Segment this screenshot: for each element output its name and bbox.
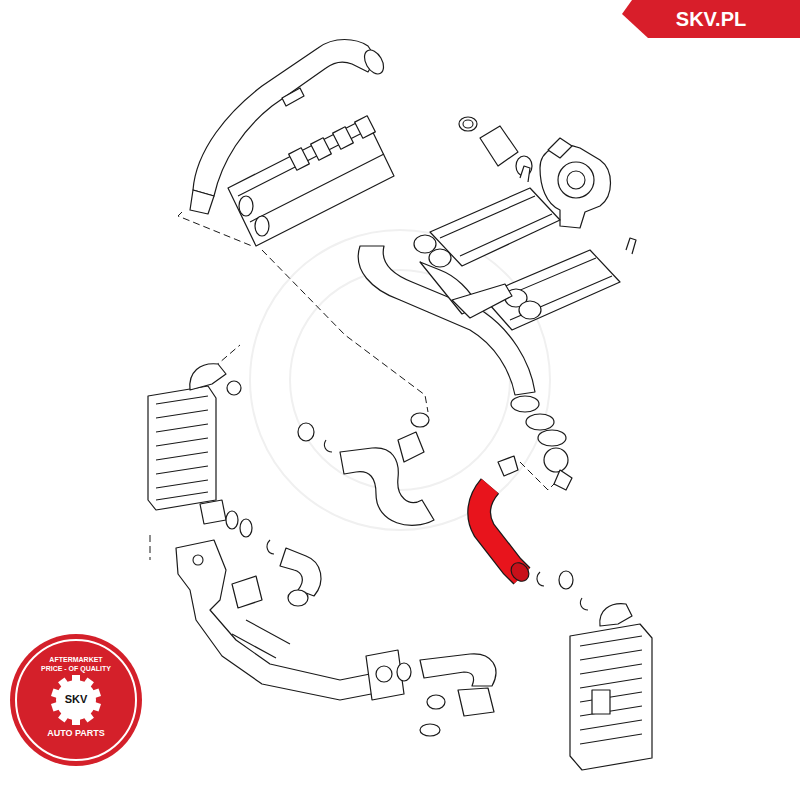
- gasket: [526, 414, 554, 430]
- egr-valve: [544, 448, 568, 472]
- logo-subtitle: AUTO PARTS: [31, 728, 121, 739]
- bracket-arm: [232, 620, 290, 658]
- exhaust-manifold: [430, 188, 560, 266]
- assembly-line: [150, 535, 151, 560]
- logo-disc: [10, 634, 142, 766]
- gasket: [538, 430, 566, 446]
- cooler-fins: [156, 396, 208, 500]
- highlighted-hose-outline: [479, 486, 522, 576]
- turbo-housing: [558, 162, 594, 198]
- snap-ring: [324, 440, 332, 452]
- hose-clamp: [559, 571, 573, 589]
- turbo-inlet: [567, 171, 585, 189]
- exhaust-pipe: [358, 246, 535, 395]
- sensor-stub: [626, 238, 636, 254]
- hose-stub: [398, 432, 424, 462]
- connector-hose: [280, 548, 321, 596]
- bracket-hole: [193, 555, 203, 565]
- sensor-stub: [520, 166, 530, 182]
- hose-stub: [458, 688, 494, 716]
- o-ring: [227, 381, 241, 395]
- gear-body: [56, 680, 96, 720]
- highlighted-hose: [479, 486, 522, 576]
- logo-slogan: AFTERMARKET PRICE - OF QUALITY: [41, 656, 111, 673]
- egr-port: [554, 470, 572, 490]
- charge-hose: [340, 448, 434, 526]
- hose-clamp: [498, 456, 518, 476]
- hose-clamp: [298, 423, 314, 441]
- brand-name: SKV.PL: [626, 7, 796, 31]
- o-ring: [226, 511, 238, 529]
- logo-ring: [16, 640, 136, 760]
- pipe-bracket: [282, 88, 304, 106]
- hose-cuff: [288, 590, 308, 606]
- cooler-elbow: [600, 604, 632, 626]
- flange: [511, 396, 539, 412]
- intercooler: [148, 386, 216, 510]
- assembly-line: [262, 250, 428, 412]
- manifold-edge: [440, 196, 552, 256]
- brand-logo: AFTERMARKET PRICE - OF QUALITY SKV AUTO PA…: [8, 632, 144, 768]
- hose-clamp: [240, 519, 252, 537]
- manifold-runners: [239, 116, 375, 236]
- hose-clamp: [411, 413, 429, 427]
- watermark-ring: [250, 230, 550, 530]
- short-hose: [480, 126, 518, 166]
- turbo-actuator: [548, 138, 572, 158]
- banner-fill: [622, 0, 800, 38]
- brand-banner: SKV.PL: [622, 0, 800, 38]
- manifold-edge: [492, 258, 612, 320]
- hose-clamp: [463, 120, 473, 128]
- hose-end: [507, 559, 532, 585]
- charge-hose: [420, 654, 496, 686]
- bracket-pipe: [176, 540, 392, 700]
- cooler-fins: [580, 636, 642, 744]
- intercooler: [570, 624, 652, 770]
- hose-clamp: [459, 117, 477, 131]
- pipe-cuff: [361, 47, 388, 78]
- snap-ring: [580, 598, 588, 610]
- cooler-outlet: [200, 500, 226, 524]
- logo-mark: SKV: [56, 693, 96, 706]
- assembly-line: [178, 212, 252, 246]
- intake-manifold: [228, 118, 394, 246]
- pipe-end: [190, 190, 214, 214]
- snap-ring: [537, 572, 544, 586]
- cooler-elbow: [190, 364, 226, 390]
- hose-clamp: [397, 663, 411, 681]
- hose-clamp: [427, 695, 445, 709]
- flange-port: [376, 666, 392, 682]
- o-ring: [420, 724, 440, 736]
- snap-ring: [267, 540, 274, 554]
- cooler-bracket: [592, 690, 610, 714]
- exhaust-branch: [452, 284, 512, 318]
- pipe-clamp: [232, 576, 262, 608]
- manifold-edge: [238, 130, 384, 222]
